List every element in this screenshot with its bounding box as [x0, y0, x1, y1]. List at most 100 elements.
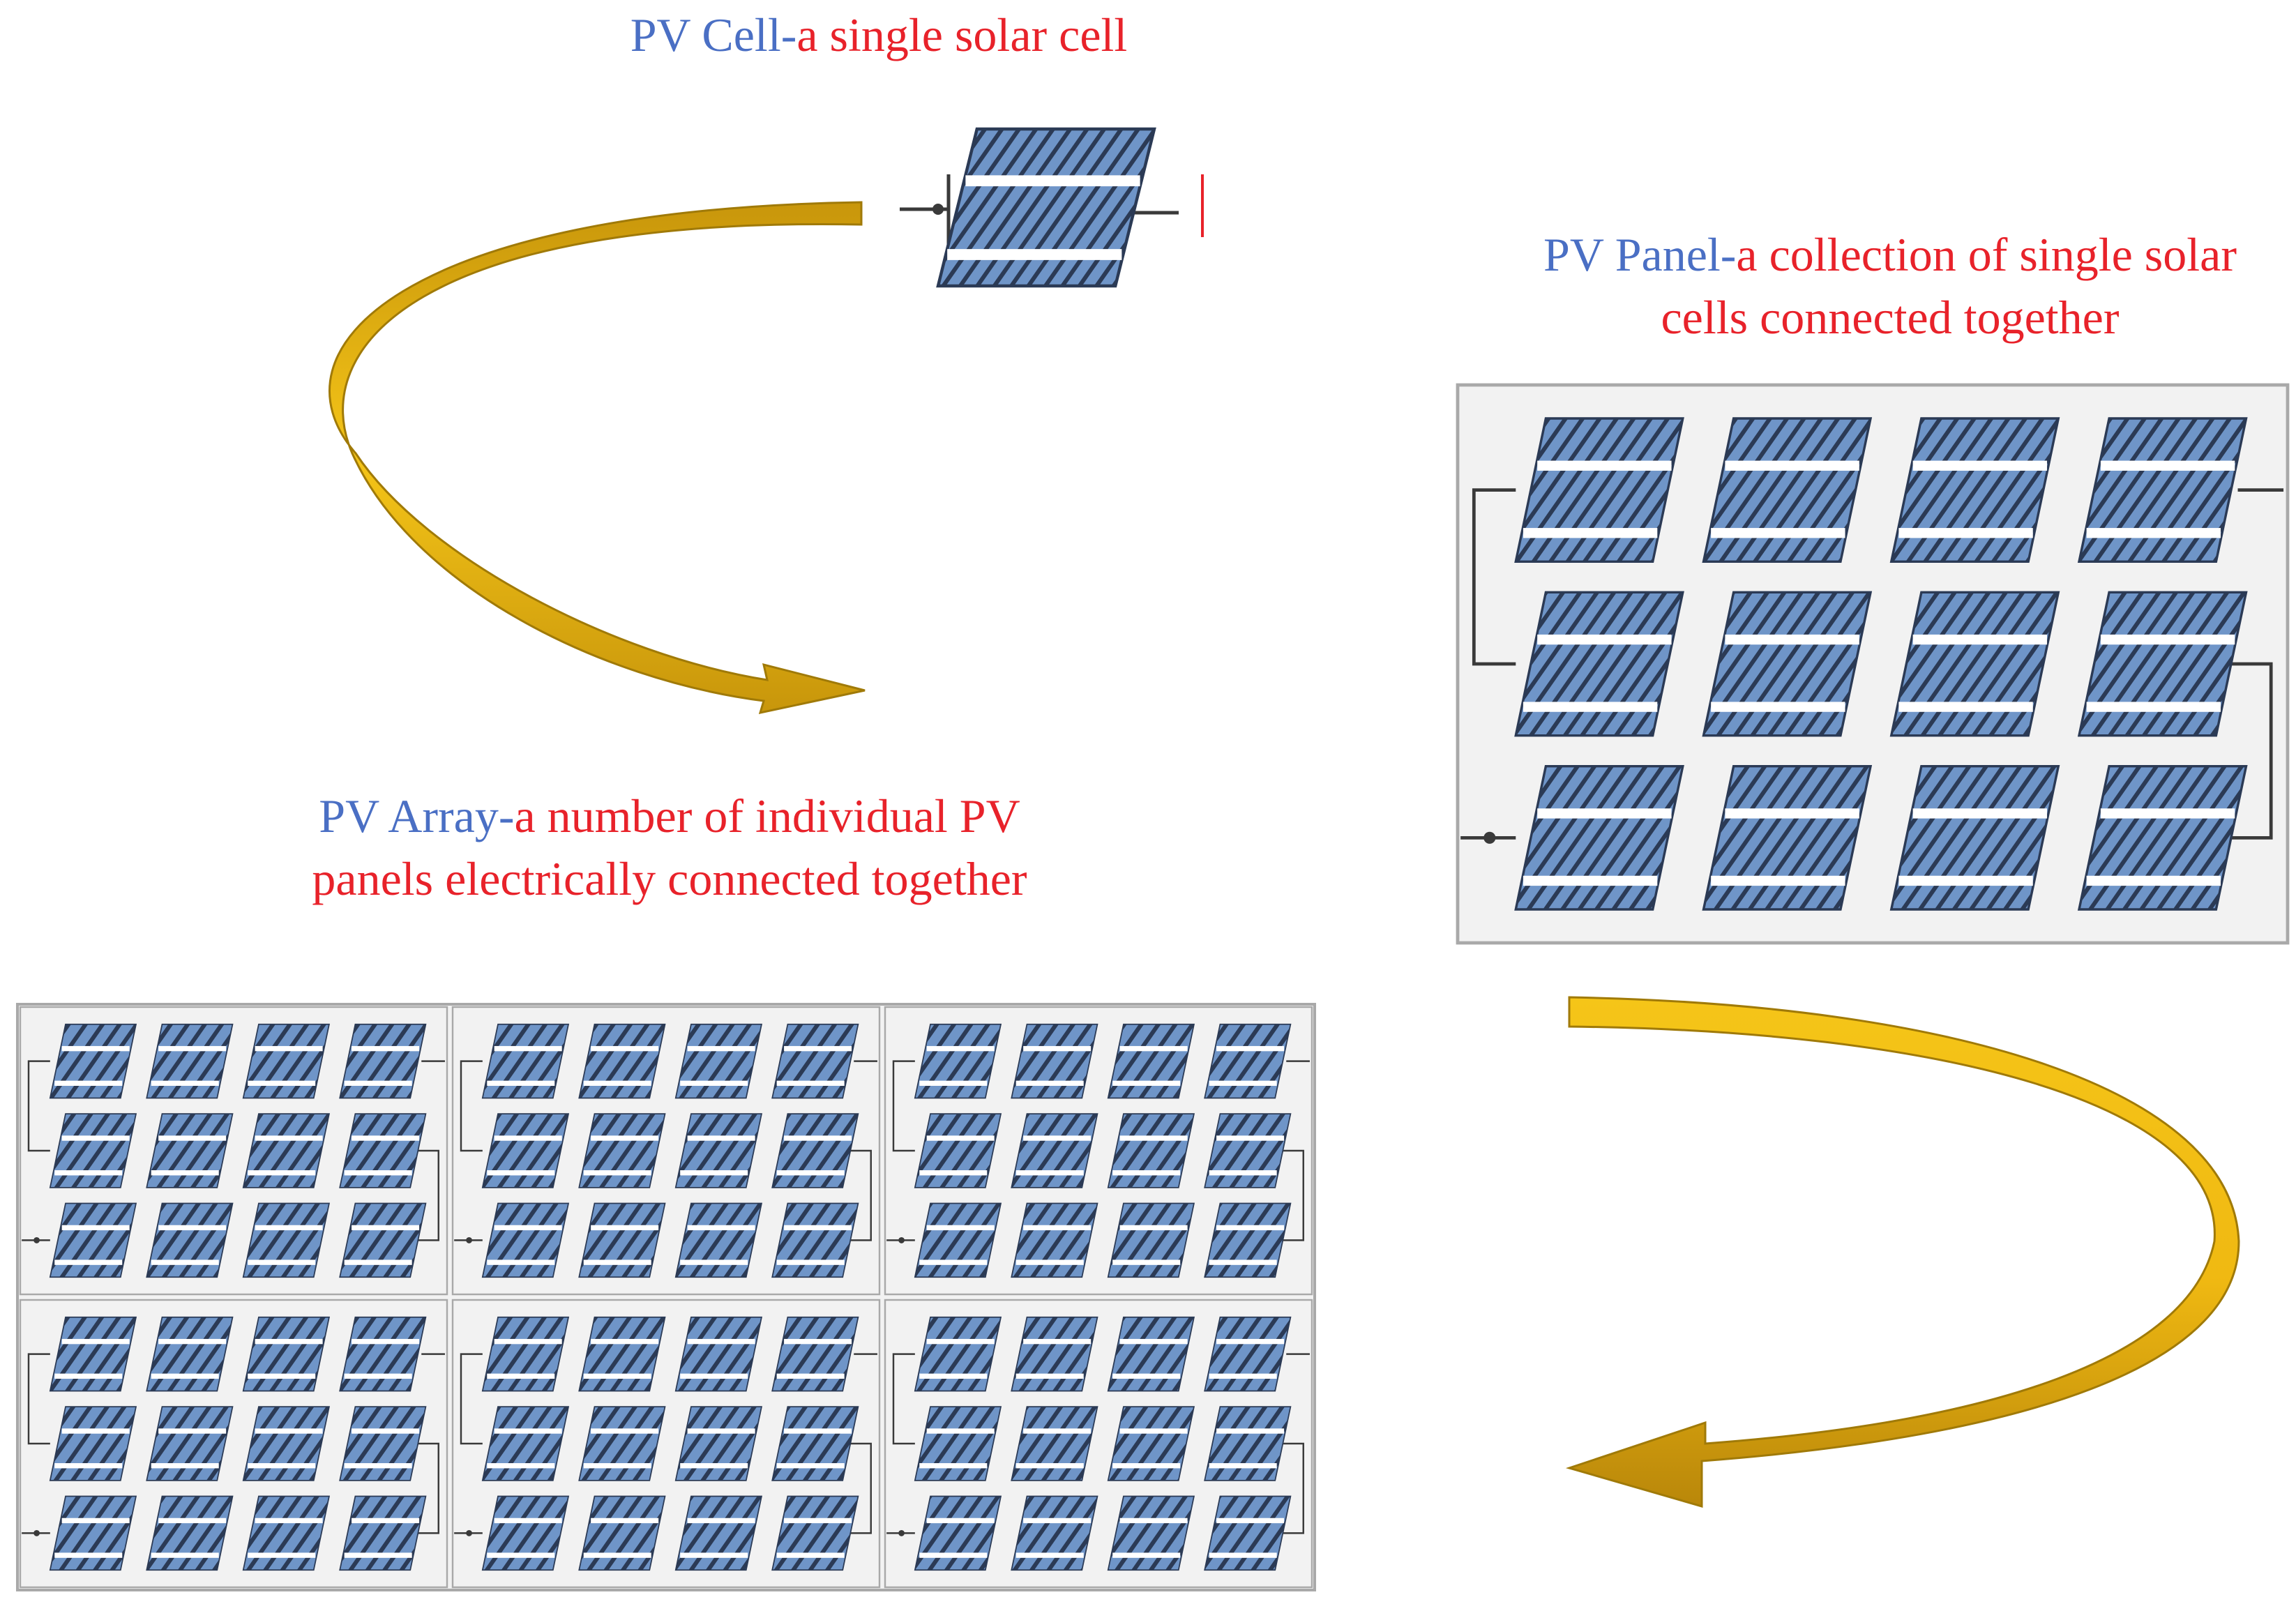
panel-cell [49, 1495, 137, 1571]
panel-cell [914, 1406, 1002, 1481]
panel-cell [2077, 764, 2248, 911]
panel-cell [578, 1023, 666, 1099]
panel-cell [339, 1023, 427, 1099]
panel-cell [242, 1316, 331, 1392]
pv-panel-frame [1456, 383, 2290, 945]
panel-cell [771, 1316, 859, 1392]
panel-cell [1011, 1495, 1098, 1571]
panel-cell [1514, 591, 1684, 737]
panel-cell [481, 1406, 570, 1481]
single-cell-body [936, 127, 1156, 288]
panel-cell [339, 1113, 427, 1188]
panel-cell [49, 1202, 137, 1278]
panel-cell [674, 1023, 763, 1099]
panel-cell [49, 1316, 137, 1392]
panel-cell [146, 1406, 234, 1481]
panel-cell [146, 1202, 234, 1278]
panel-cell [914, 1113, 1002, 1188]
panel-cell [49, 1406, 137, 1481]
panel-cell [1011, 1023, 1098, 1099]
panel-cell [914, 1316, 1002, 1392]
panel-cell [1204, 1113, 1292, 1188]
pv-array-description-line2: panels electrically connected together [312, 852, 1027, 905]
pv-panel-label-line1: PV Panel-a collection of single solar [1458, 223, 2296, 286]
array-panel [19, 1299, 448, 1589]
pv-cell-label: PV Cell-a single solar cell [600, 3, 1158, 66]
pv-panel-label: PV Panel-a collection of single solar ce… [1458, 223, 2296, 349]
panel-cell [771, 1406, 859, 1481]
panel-cell [771, 1202, 859, 1278]
panel-cell [481, 1023, 570, 1099]
panel-cell [1889, 591, 2060, 737]
pv-panel-module [1456, 383, 2290, 945]
panel-cell [1011, 1316, 1098, 1392]
pv-cell-description: a single solar cell [796, 8, 1128, 61]
panel-cell [1514, 417, 1684, 563]
panel-cell [481, 1202, 570, 1278]
panel-cell [339, 1495, 427, 1571]
pv-array-term: PV Array- [319, 789, 515, 842]
curved-arrow-panel-to-array [1565, 996, 2240, 1508]
panel-cell [339, 1202, 427, 1278]
panel-cell [1889, 417, 2060, 563]
panel-cell [914, 1202, 1002, 1278]
pv-panel-description-line1: a collection of single solar [1736, 228, 2237, 281]
panel-cell [674, 1316, 763, 1392]
pv-array-label: PV Array-a number of individual PV panel… [265, 785, 1074, 910]
panel-cell [49, 1113, 137, 1188]
panel-cell [1204, 1023, 1292, 1099]
panel-cell [1107, 1495, 1195, 1571]
panel-cell [1107, 1406, 1195, 1481]
pv-array-grid [16, 1003, 1316, 1591]
panel-cell [1011, 1406, 1098, 1481]
panel-cell [1107, 1316, 1195, 1392]
array-panel [451, 1299, 881, 1589]
pv-cell-term: PV Cell- [630, 8, 797, 61]
cell-edge-mark [1201, 174, 1204, 237]
panel-cell [674, 1113, 763, 1188]
panel-cell [1702, 764, 1873, 911]
panel-cell [146, 1113, 234, 1188]
array-panel [451, 1006, 881, 1296]
panel-cell [1204, 1316, 1292, 1392]
panel-cell [1702, 591, 1873, 737]
panel-cell [146, 1316, 234, 1392]
panel-cell [339, 1406, 427, 1481]
panel-cell [1011, 1113, 1098, 1188]
panel-cell [242, 1406, 331, 1481]
panel-cell [1889, 764, 2060, 911]
array-panel [19, 1006, 448, 1296]
panel-cell [481, 1495, 570, 1571]
panel-cell [339, 1316, 427, 1392]
panel-cell [914, 1023, 1002, 1099]
panel-cell [1107, 1023, 1195, 1099]
panel-cell [674, 1495, 763, 1571]
panel-cell [1204, 1495, 1292, 1571]
panel-cell [578, 1406, 666, 1481]
panel-cell [771, 1023, 859, 1099]
panel-cell [578, 1495, 666, 1571]
panel-cell [481, 1113, 570, 1188]
panel-cell [771, 1113, 859, 1188]
panel-cell [2077, 417, 2248, 563]
panel-cell [578, 1113, 666, 1188]
panel-cell [914, 1495, 1002, 1571]
panel-cell [242, 1202, 331, 1278]
panel-cell [1107, 1202, 1195, 1278]
panel-cell [146, 1023, 234, 1099]
array-panel [884, 1299, 1313, 1589]
panel-cell [49, 1023, 137, 1099]
panel-cell [242, 1023, 331, 1099]
panel-cell [1107, 1113, 1195, 1188]
panel-cell [1702, 417, 1873, 563]
single-pv-cell [900, 127, 1204, 288]
panel-cell [146, 1495, 234, 1571]
pv-array-description-line1: a number of individual PV [514, 789, 1020, 842]
pv-array-label-line1: PV Array-a number of individual PV [265, 785, 1074, 847]
panel-cell [242, 1495, 331, 1571]
panel-cell [674, 1202, 763, 1278]
pv-panel-term: PV Panel- [1543, 228, 1737, 281]
panel-cell [481, 1316, 570, 1392]
pv-panel-description-line2: cells connected together [1661, 291, 2120, 344]
panel-cell [1514, 764, 1684, 911]
